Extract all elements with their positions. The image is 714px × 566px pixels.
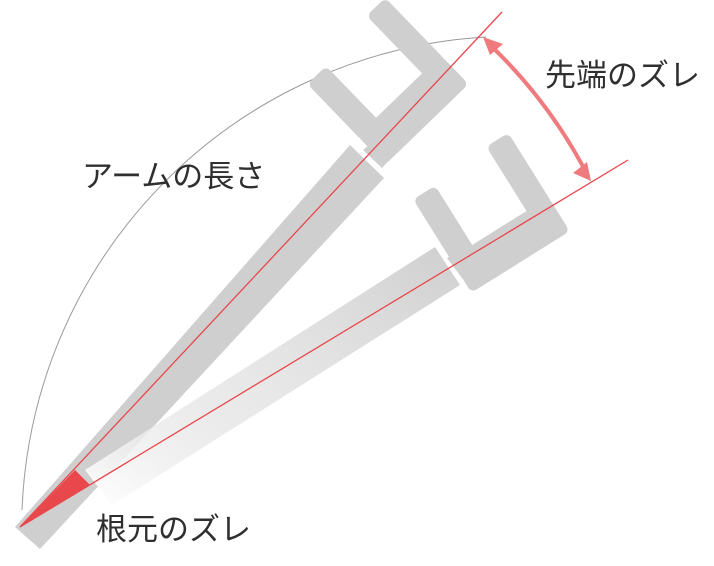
tip-arrow-end bbox=[573, 162, 591, 181]
tip-deviation-label: 先端のズレ bbox=[545, 58, 700, 94]
upper-arm-fork bbox=[309, 0, 467, 163]
upper-arm-body bbox=[15, 145, 384, 549]
root-deviation-wedge bbox=[20, 470, 90, 527]
arm-length-arc bbox=[21, 36, 487, 511]
upper-arm-axis-line bbox=[19, 11, 503, 528]
lower-arm-axis-line bbox=[19, 159, 629, 528]
root-deviation-label: 根元のズレ bbox=[96, 512, 251, 548]
lower-arm-body bbox=[85, 247, 460, 505]
arm-length-label: アームの長さ bbox=[82, 159, 266, 195]
tip-arrow-start bbox=[483, 37, 503, 55]
tip-deviation-arc bbox=[485, 40, 590, 177]
